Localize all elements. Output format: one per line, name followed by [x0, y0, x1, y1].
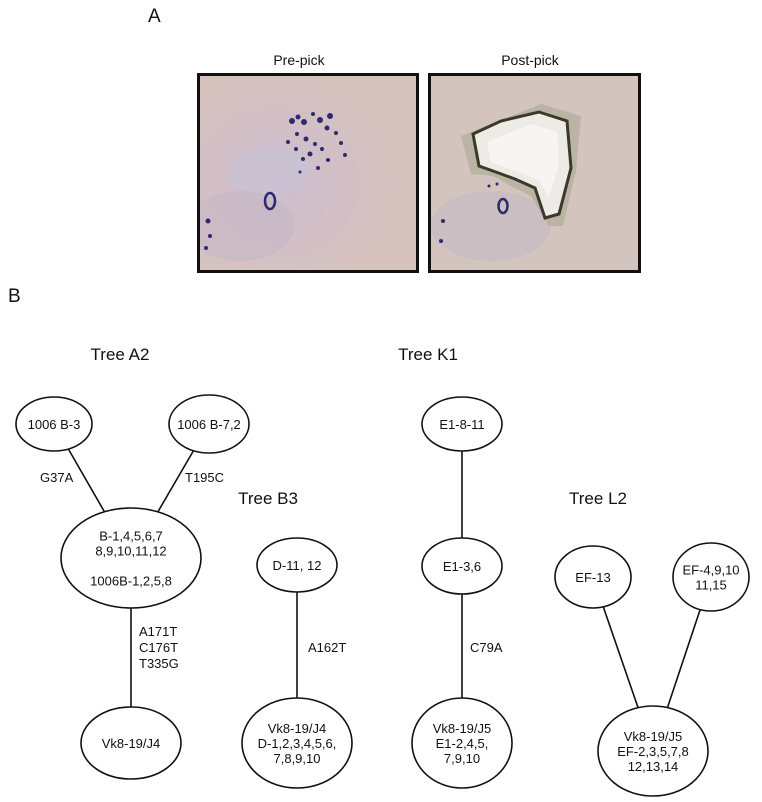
- tree-edge: [602, 606, 639, 708]
- clone-node-label: E1-3,6: [443, 559, 481, 574]
- clone-node-label: Vk8-19/J5: [624, 729, 683, 744]
- mutation-label: C176T: [139, 640, 178, 655]
- tree-title: Tree A2: [91, 345, 150, 364]
- clone-node-label: Vk8-19/J4: [268, 721, 327, 736]
- tree-title: Tree K1: [398, 345, 458, 364]
- tree-tree-k1: Tree K1 C79A E1-8-11E1-3,6Vk8-19/J5E1-2,4,…: [398, 345, 513, 789]
- mutation-label: C79A: [470, 640, 503, 655]
- clone-node: [80, 706, 182, 780]
- clone-node: [241, 697, 353, 789]
- clone-node-label: EF-13: [575, 570, 610, 585]
- pre-pick-caption: Pre-pick: [273, 52, 325, 68]
- tree-tree-l2: Tree L2 EF-13 EF-4,9,1011,15Vk8-19/J5EF-2,…: [554, 489, 750, 797]
- tree-edge: [666, 609, 701, 708]
- mutation-label: A162T: [308, 640, 346, 655]
- pre-pick-micrograph: [197, 73, 419, 273]
- clone-node-label: 7,8,9,10: [274, 751, 321, 766]
- clone-node-label: Vk8-19/J4: [102, 736, 161, 751]
- clone-node: [256, 537, 338, 593]
- tree-title: Tree B3: [238, 489, 298, 508]
- clone-node-label: EF-4,9,10: [682, 563, 739, 578]
- mutation-label: T335G: [139, 656, 179, 671]
- clone-node: [672, 542, 750, 612]
- clone-node-label: 11,15: [695, 578, 727, 593]
- clone-node: [168, 394, 250, 454]
- clone-node-label: 12,13,14: [628, 759, 679, 774]
- clone-node: [411, 697, 513, 789]
- clone-node-label: EF-2,3,5,7,8: [617, 744, 689, 759]
- clone-node-label: E1-8-11: [439, 417, 484, 432]
- tree-edge: [67, 448, 106, 513]
- clone-node-label: 1006 B-3: [28, 417, 81, 432]
- clone-node: [421, 537, 503, 595]
- clone-node-label: B-1,4,5,6,7: [99, 529, 163, 544]
- post-pick-caption: Post-pick: [501, 52, 559, 68]
- clone-node-label: D-11, 12: [273, 558, 322, 573]
- clone-node-label: D-1,2,3,4,5,6,: [258, 736, 337, 751]
- mutation-label: A171T: [139, 624, 177, 639]
- clone-node: [421, 396, 503, 452]
- clone-node-label: 1006B-1,2,5,8: [90, 574, 172, 589]
- clone-node: [597, 705, 709, 797]
- clone-node-label: E1-2,4,5,: [436, 736, 489, 751]
- clone-node: [554, 545, 632, 609]
- tree-title: Tree L2: [569, 489, 627, 508]
- clone-node-label: 1006 B-7,2: [177, 417, 241, 432]
- clone-node: [60, 507, 202, 609]
- clone-node-label: 7,9,10: [444, 751, 480, 766]
- clone-node-label: 8,9,10,11,12: [95, 544, 166, 559]
- tree-tree-b3: Tree B3 A162T D-11, 12 Vk8-19/J4D-1,2,3,4,5…: [238, 489, 353, 789]
- post-pick-micrograph: [428, 73, 641, 273]
- panel-a-label: A: [148, 6, 161, 27]
- mutation-label: G37A: [40, 470, 74, 485]
- mutation-label: T195C: [185, 470, 224, 485]
- clone-node-label: Vk8-19/J5: [433, 721, 492, 736]
- panel-b-label: B: [8, 286, 21, 307]
- clone-node: [15, 396, 93, 452]
- tree-edge: [157, 450, 195, 513]
